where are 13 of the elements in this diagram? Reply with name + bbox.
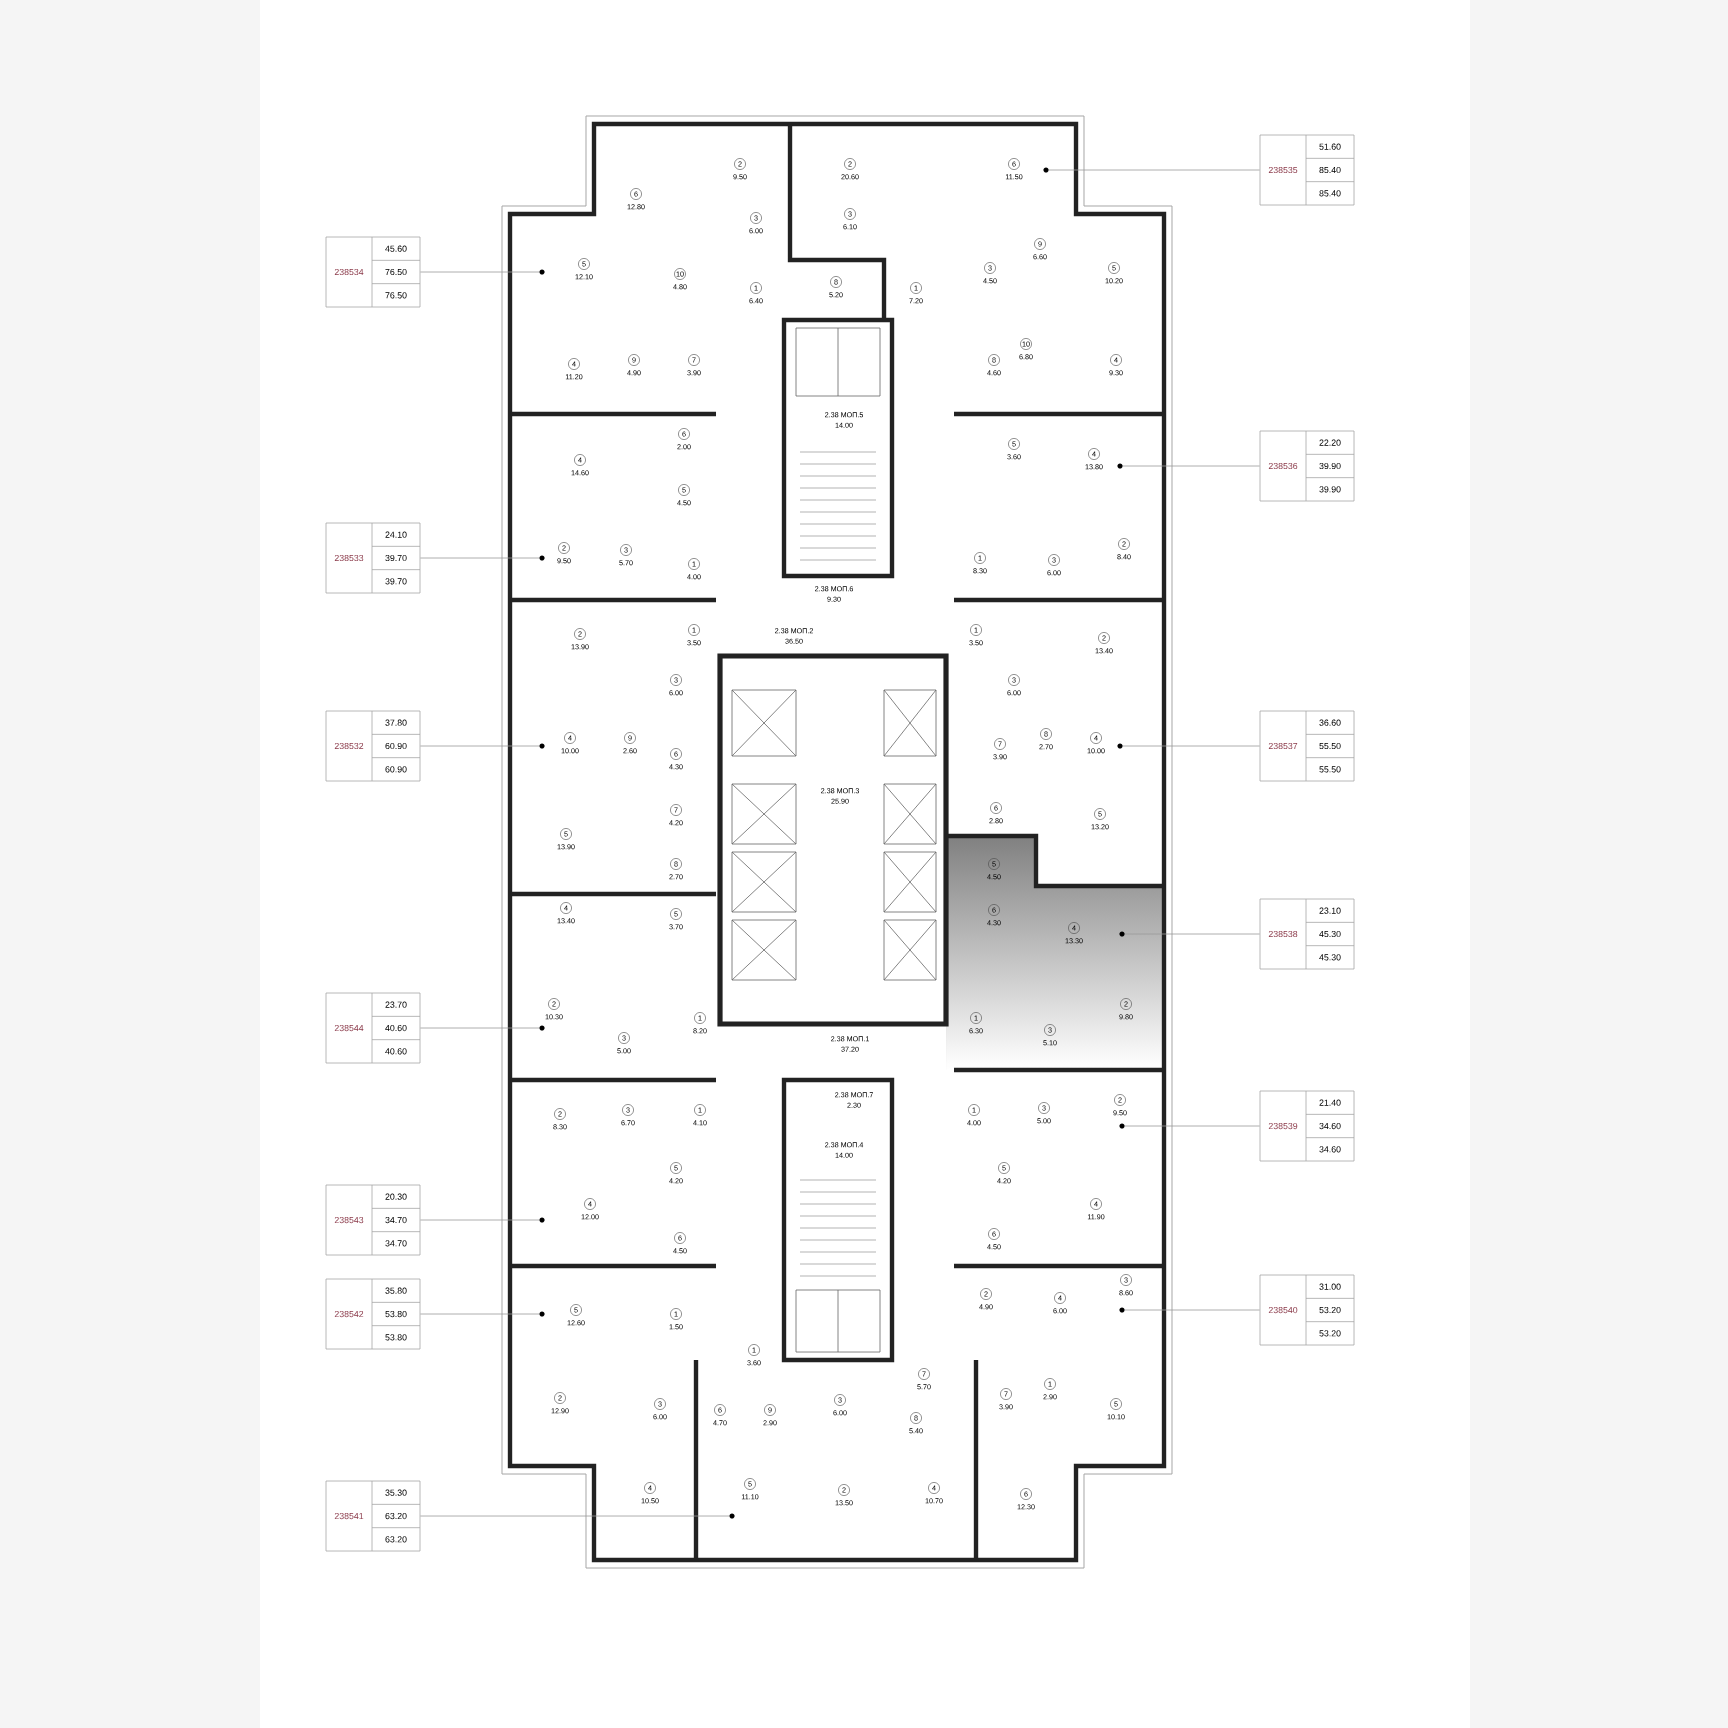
leader-line [420,1027,540,1029]
leader-line [1124,1309,1260,1311]
leader-line [420,1313,540,1315]
leader-line [420,745,540,747]
leader-line [1124,933,1260,935]
leader-line [1048,169,1260,171]
leader-line [1124,1125,1260,1127]
leader-line [420,1515,730,1517]
leader-line [420,271,540,273]
leader-line [420,557,540,559]
leader-line [420,1219,540,1221]
leader-line [1122,465,1260,467]
leader-line [1122,745,1260,747]
